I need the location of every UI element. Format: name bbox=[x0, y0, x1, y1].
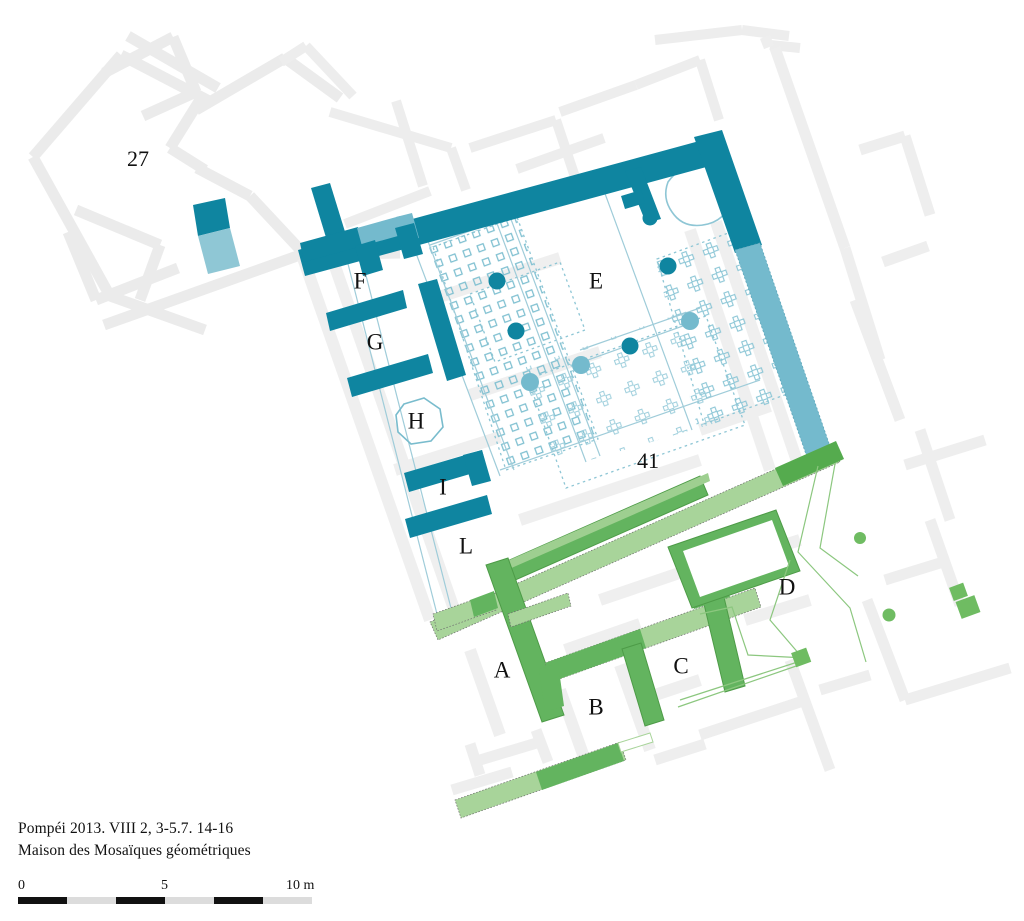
wall-F-south bbox=[326, 290, 407, 331]
green-dot-1 bbox=[854, 532, 866, 544]
scale-bar: 0 5 10 m bbox=[18, 878, 318, 912]
wall-east-restored bbox=[735, 243, 832, 460]
wall-north-green-solid bbox=[775, 441, 844, 486]
wall-south-street-thin bbox=[617, 732, 654, 753]
label-room-A: A bbox=[494, 657, 511, 682]
scale-bar-labels: 0 5 10 m bbox=[18, 878, 318, 894]
column-light-3 bbox=[521, 373, 539, 391]
wall-A-south-solid bbox=[545, 629, 646, 682]
label-room-I: I bbox=[439, 474, 447, 499]
scale-segment-5 bbox=[214, 897, 263, 904]
scale-segment-3 bbox=[116, 897, 165, 904]
mosaic-border-hairlines bbox=[432, 216, 794, 489]
wall-corridor-east-2 bbox=[463, 450, 491, 486]
wall-peristyle-west-lower bbox=[355, 240, 383, 276]
label-room-G: G bbox=[367, 329, 384, 354]
label-insula-41: 41 bbox=[637, 448, 659, 473]
scale-label-5: 5 bbox=[161, 878, 168, 893]
green-square-1 bbox=[791, 647, 812, 668]
column-base-apse bbox=[642, 210, 658, 226]
scale-segment-6 bbox=[263, 897, 312, 904]
context-walls-right bbox=[450, 34, 1012, 796]
column-dark-3 bbox=[621, 337, 639, 355]
label-room-H: H bbox=[408, 408, 425, 433]
impluvium-octagon-outline bbox=[395, 397, 444, 445]
column-dark-1 bbox=[488, 272, 506, 290]
scale-label-10: 10 m bbox=[286, 878, 315, 893]
scale-segment-2 bbox=[67, 897, 116, 904]
green-dot-2 bbox=[882, 608, 896, 622]
label-room-B: B bbox=[588, 694, 603, 719]
context-insula-walls-2 bbox=[278, 25, 801, 229]
green-square-2 bbox=[949, 582, 968, 601]
green-square-3 bbox=[955, 595, 981, 619]
green-markers bbox=[791, 532, 981, 668]
scale-label-0: 0 bbox=[18, 878, 25, 893]
wall-A-spur-west-solid bbox=[470, 591, 498, 617]
peristyle-columns bbox=[488, 257, 699, 391]
scale-segment-4 bbox=[165, 897, 214, 904]
wall-north-east-return bbox=[694, 130, 762, 253]
caption-line-2: Maison des Mosaïques géométriques bbox=[18, 842, 251, 859]
green-house-walls bbox=[429, 441, 844, 819]
detached-teal-block bbox=[193, 198, 240, 274]
scale-segment-1 bbox=[18, 897, 67, 904]
label-room-E: E bbox=[589, 268, 603, 293]
label-room-C: C bbox=[673, 653, 688, 678]
wall-south-street-solid bbox=[536, 743, 624, 790]
wall-I-south bbox=[405, 495, 492, 538]
wall-entrance-horizontal bbox=[300, 227, 362, 262]
wall-entrance-restored bbox=[357, 216, 405, 246]
wall-G-south bbox=[347, 354, 433, 397]
label-insula-27: 27 bbox=[127, 146, 149, 171]
scale-bar-track bbox=[18, 897, 312, 904]
wall-north-green-restored bbox=[429, 443, 841, 641]
wall-apse-stub bbox=[621, 190, 645, 209]
green-hairlines bbox=[677, 463, 867, 708]
basin-D bbox=[667, 509, 801, 609]
wall-corridor-east bbox=[418, 279, 466, 381]
column-light-2 bbox=[572, 356, 590, 374]
figure-caption: Pompéi 2013. VIII 2, 3-5.7. 14-16 Maison… bbox=[18, 818, 438, 862]
column-dark-2 bbox=[507, 322, 525, 340]
column-dark-4 bbox=[659, 257, 677, 275]
wall-B-west-stub bbox=[539, 663, 564, 712]
map-labels: 27 F G H I L E 41 A B C D bbox=[127, 146, 795, 719]
label-room-F: F bbox=[354, 268, 367, 293]
label-room-D: D bbox=[779, 574, 796, 599]
wall-A-spur-internal bbox=[507, 592, 572, 628]
caption-line-1: Pompéi 2013. VIII 2, 3-5.7. 14-16 bbox=[18, 820, 234, 837]
teal-house-walls bbox=[298, 130, 833, 538]
wall-east-restored-edge bbox=[734, 242, 833, 461]
wall-B-east bbox=[621, 642, 665, 727]
wall-apse-spur bbox=[625, 167, 661, 223]
wall-north-green-hatch bbox=[489, 473, 710, 577]
wall-corridor-east-3 bbox=[395, 223, 423, 259]
column-light-1 bbox=[681, 312, 699, 330]
label-room-L: L bbox=[459, 533, 473, 558]
